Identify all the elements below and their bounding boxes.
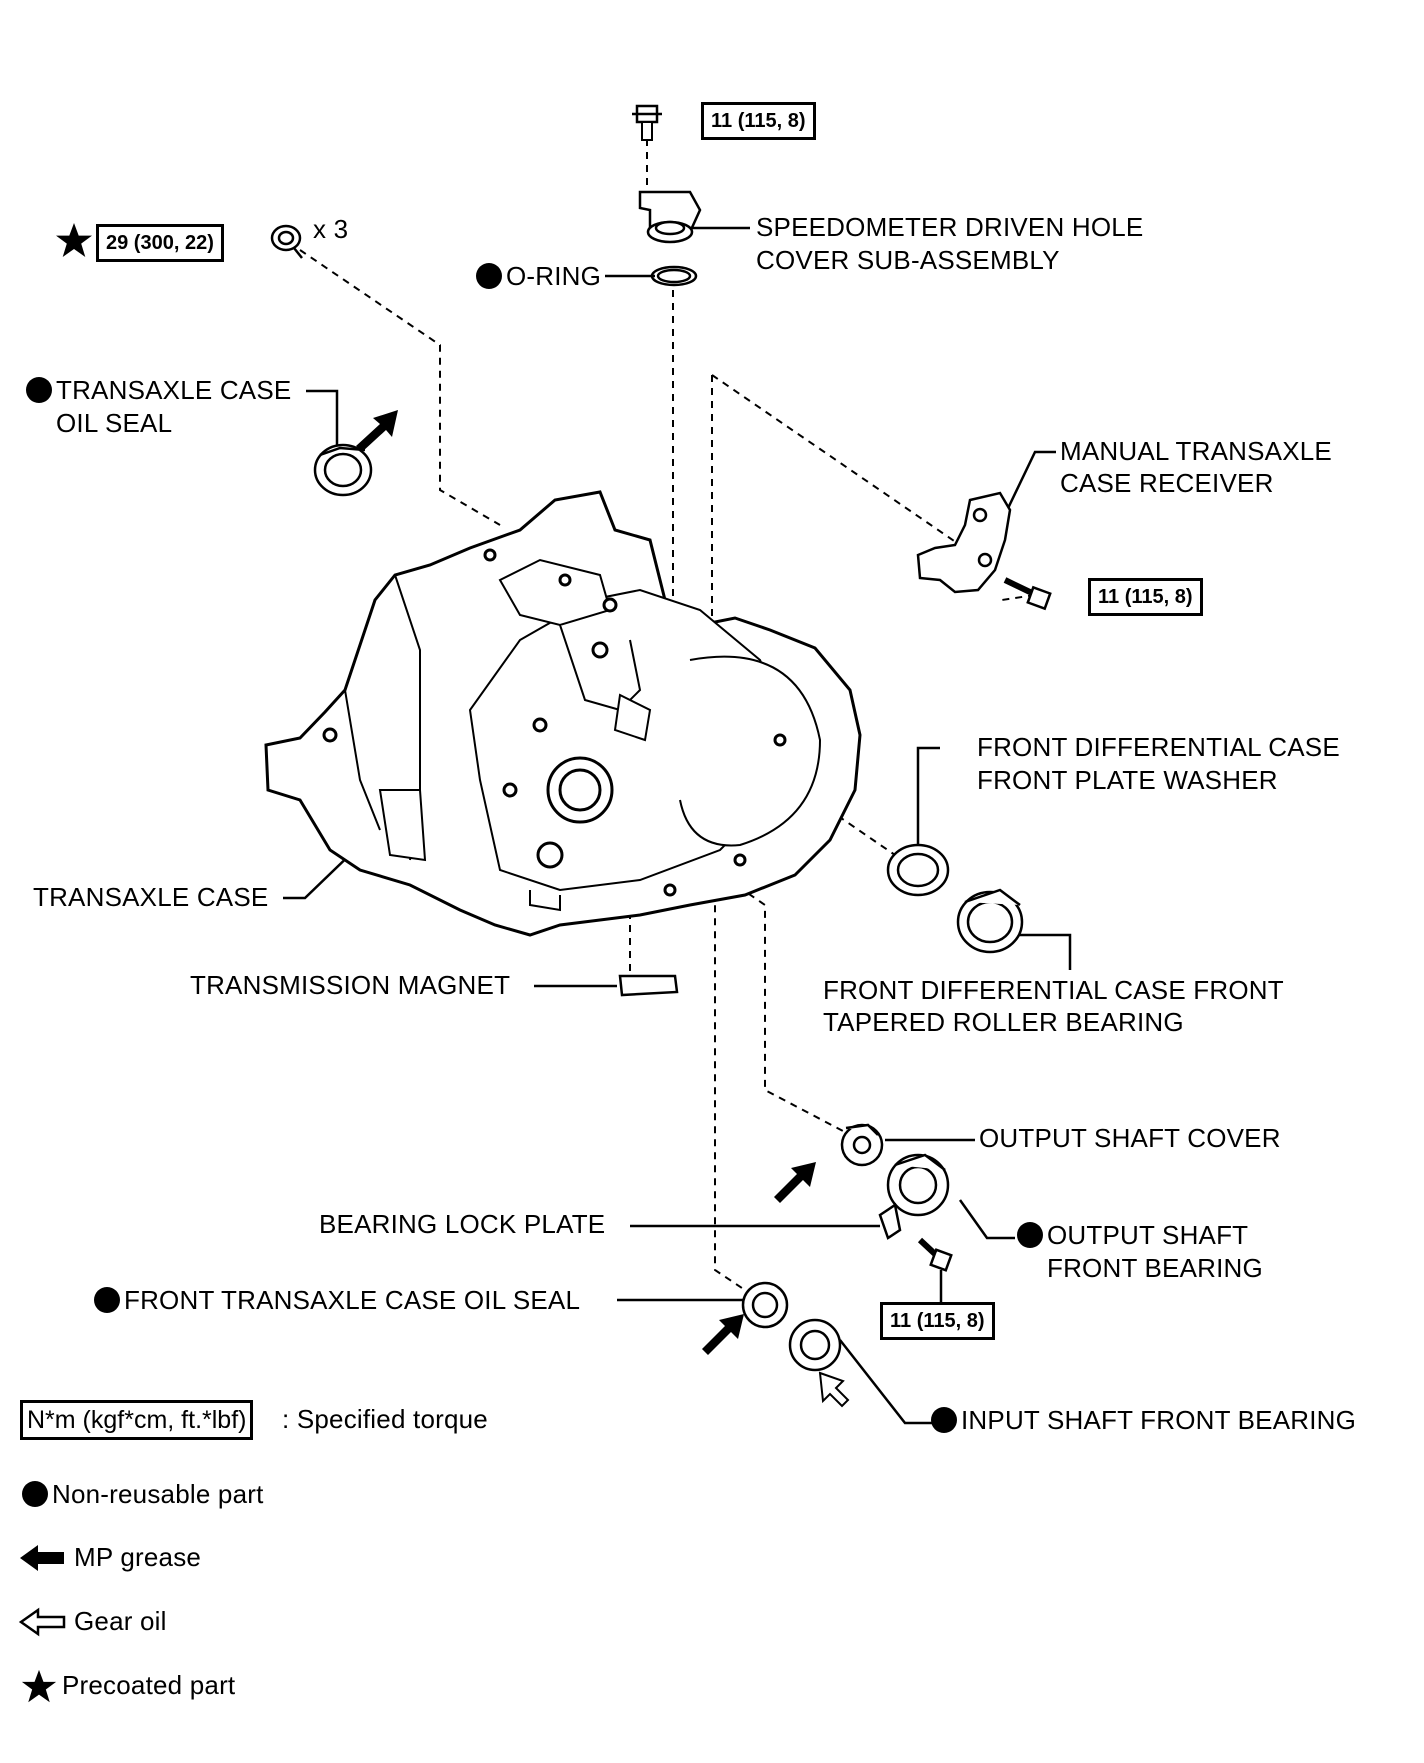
- bolt-top: [632, 104, 662, 141]
- mp-grease-arrows: [356, 410, 816, 1355]
- filled-dot-icon: [476, 263, 502, 289]
- label-case-receiver-1: MANUAL TRANSAXLE: [1060, 436, 1332, 466]
- filled-dot-icon: [1017, 1222, 1043, 1248]
- label-tapered-bearing-2: TAPERED ROLLER BEARING: [823, 1007, 1184, 1037]
- filled-dot-icon: [22, 1481, 48, 1507]
- star-icon: [56, 223, 92, 257]
- label-speedometer-cover-2: COVER SUB-ASSEMBLY: [756, 245, 1060, 275]
- label-case-oil-seal-1: TRANSAXLE CASE: [26, 374, 291, 407]
- label-plate-washer-2: FRONT PLATE WASHER: [977, 765, 1278, 795]
- left-oil-seal-shape: [313, 443, 373, 497]
- label-case-receiver-2: CASE RECEIVER: [1060, 468, 1274, 498]
- leader-lines: [283, 226, 1072, 1425]
- legend-torque-desc: : Specified torque: [282, 1404, 488, 1434]
- label-output-shaft-cover: OUTPUT SHAFT COVER: [979, 1123, 1281, 1153]
- tapered-bearing-shape: [956, 888, 1024, 954]
- label-transaxle-case: TRANSAXLE CASE: [33, 882, 269, 912]
- transaxle-case-shape: [264, 490, 862, 937]
- outline-arrow-icon: [18, 1607, 66, 1637]
- torque-spec-top-bolt: 11 (115, 8): [701, 102, 816, 140]
- magnet-shape: [618, 974, 679, 997]
- o-ring-shape: [650, 265, 698, 287]
- legend-mp-grease: MP grease: [74, 1542, 202, 1572]
- output-bearing-shape: [886, 1153, 950, 1217]
- label-case-oil-seal-2: OIL SEAL: [56, 408, 173, 438]
- front-oil-seal-shape: [741, 1281, 789, 1329]
- torque-spec-receiver-bolt: 11 (115, 8): [1088, 578, 1203, 616]
- input-bearing-shape: [788, 1318, 842, 1372]
- speedometer-cover-shape: [638, 190, 702, 244]
- plate-washer-shape: [886, 843, 950, 897]
- case-bolt-shape: [270, 224, 303, 259]
- legend-torque-box: N*m (kgf*cm, ft.*lbf): [20, 1400, 254, 1440]
- receiver-bolt-shape: [1003, 577, 1052, 611]
- legend-non-reusable: Non-reusable part: [22, 1478, 264, 1511]
- label-speedometer-cover-1: SPEEDOMETER DRIVEN HOLE: [756, 212, 1144, 242]
- label-transmission-magnet: TRANSMISSION MAGNET: [190, 970, 511, 1000]
- torque-spec-case-bolts: 29 (300, 22): [96, 224, 224, 262]
- gear-oil-arrow: [818, 1371, 850, 1408]
- case-bolts-quantity: x 3: [313, 214, 349, 244]
- lock-plate-shape: [878, 1202, 902, 1240]
- legend-gear-oil: Gear oil: [74, 1606, 167, 1636]
- filled-arrow-icon: [20, 1545, 64, 1571]
- case-receiver-shape: [916, 491, 1012, 594]
- label-output-bearing-1: OUTPUT SHAFT: [1017, 1219, 1248, 1252]
- label-o-ring: O-RING: [476, 260, 601, 293]
- label-input-bearing: INPUT SHAFT FRONT BEARING: [931, 1404, 1356, 1437]
- legend-precoated: Precoated part: [62, 1670, 236, 1700]
- label-tapered-bearing-1: FRONT DIFFERENTIAL CASE FRONT: [823, 975, 1284, 1005]
- torque-spec-lock-plate-bolt: 11 (115, 8): [880, 1302, 995, 1340]
- filled-dot-icon: [931, 1407, 957, 1433]
- lock-plate-bolt-shape: [917, 1237, 953, 1272]
- filled-dot-icon: [26, 377, 52, 403]
- output-cover-shape: [840, 1123, 884, 1167]
- star-icon: [21, 1669, 57, 1703]
- label-plate-washer-1: FRONT DIFFERENTIAL CASE: [977, 732, 1340, 762]
- label-front-oil-seal: FRONT TRANSAXLE CASE OIL SEAL: [94, 1284, 580, 1317]
- label-output-bearing-2: FRONT BEARING: [1047, 1253, 1263, 1283]
- label-bearing-lock-plate: BEARING LOCK PLATE: [319, 1209, 606, 1239]
- filled-dot-icon: [94, 1287, 120, 1313]
